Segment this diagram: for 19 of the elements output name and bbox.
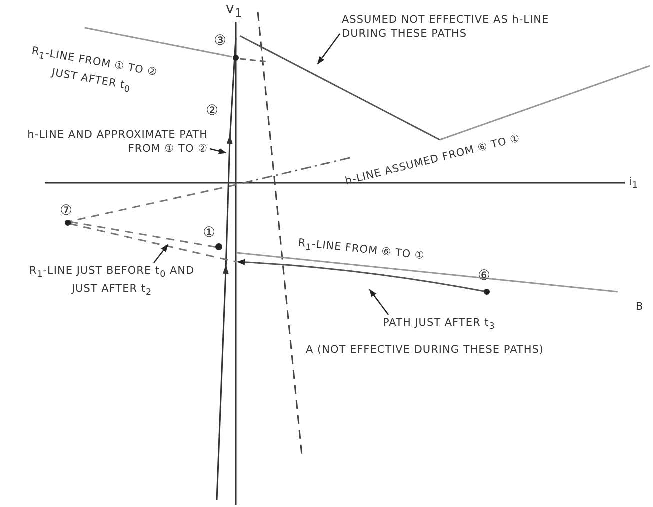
axis-label: v$_{1}$	[226, 2, 243, 20]
axis-label: i$_{1}$	[629, 175, 638, 194]
line-label: A (NOT EFFECTIVE DURING THESE PATHS)	[306, 343, 544, 357]
annotation-text: h-LINE AND APPROXIMATE PATH FROM ① TO ②	[8, 128, 208, 156]
point-number: ⑥	[478, 269, 492, 283]
annotation-text: R$_{1}$-LINE JUST BEFORE t$_{0}$ AND JUST AFTER t$_{2}$	[28, 264, 196, 300]
annotation-text: ASSUMED NOT EFFECTIVE AS h-LINE DURING THESE PATHS	[342, 13, 582, 41]
line-label: R$_{1}$-LINE FROM ⑥ TO ①	[297, 236, 426, 264]
leader-line	[369, 289, 390, 316]
line-label: B	[636, 300, 644, 314]
leader-line	[154, 244, 169, 264]
point-number: ③	[214, 34, 228, 48]
point-number: ⑦	[60, 204, 74, 218]
annotation-text: PATH JUST AFTER t$_{3}$	[383, 316, 496, 334]
point-number: ②	[206, 104, 220, 118]
line-label: R$_{1}$-LINE FROM ① TO ② JUST AFTER t$_{0}$	[30, 44, 160, 98]
point-number: ①	[203, 226, 216, 240]
leader-line	[317, 34, 340, 65]
leader-line	[210, 148, 227, 154]
